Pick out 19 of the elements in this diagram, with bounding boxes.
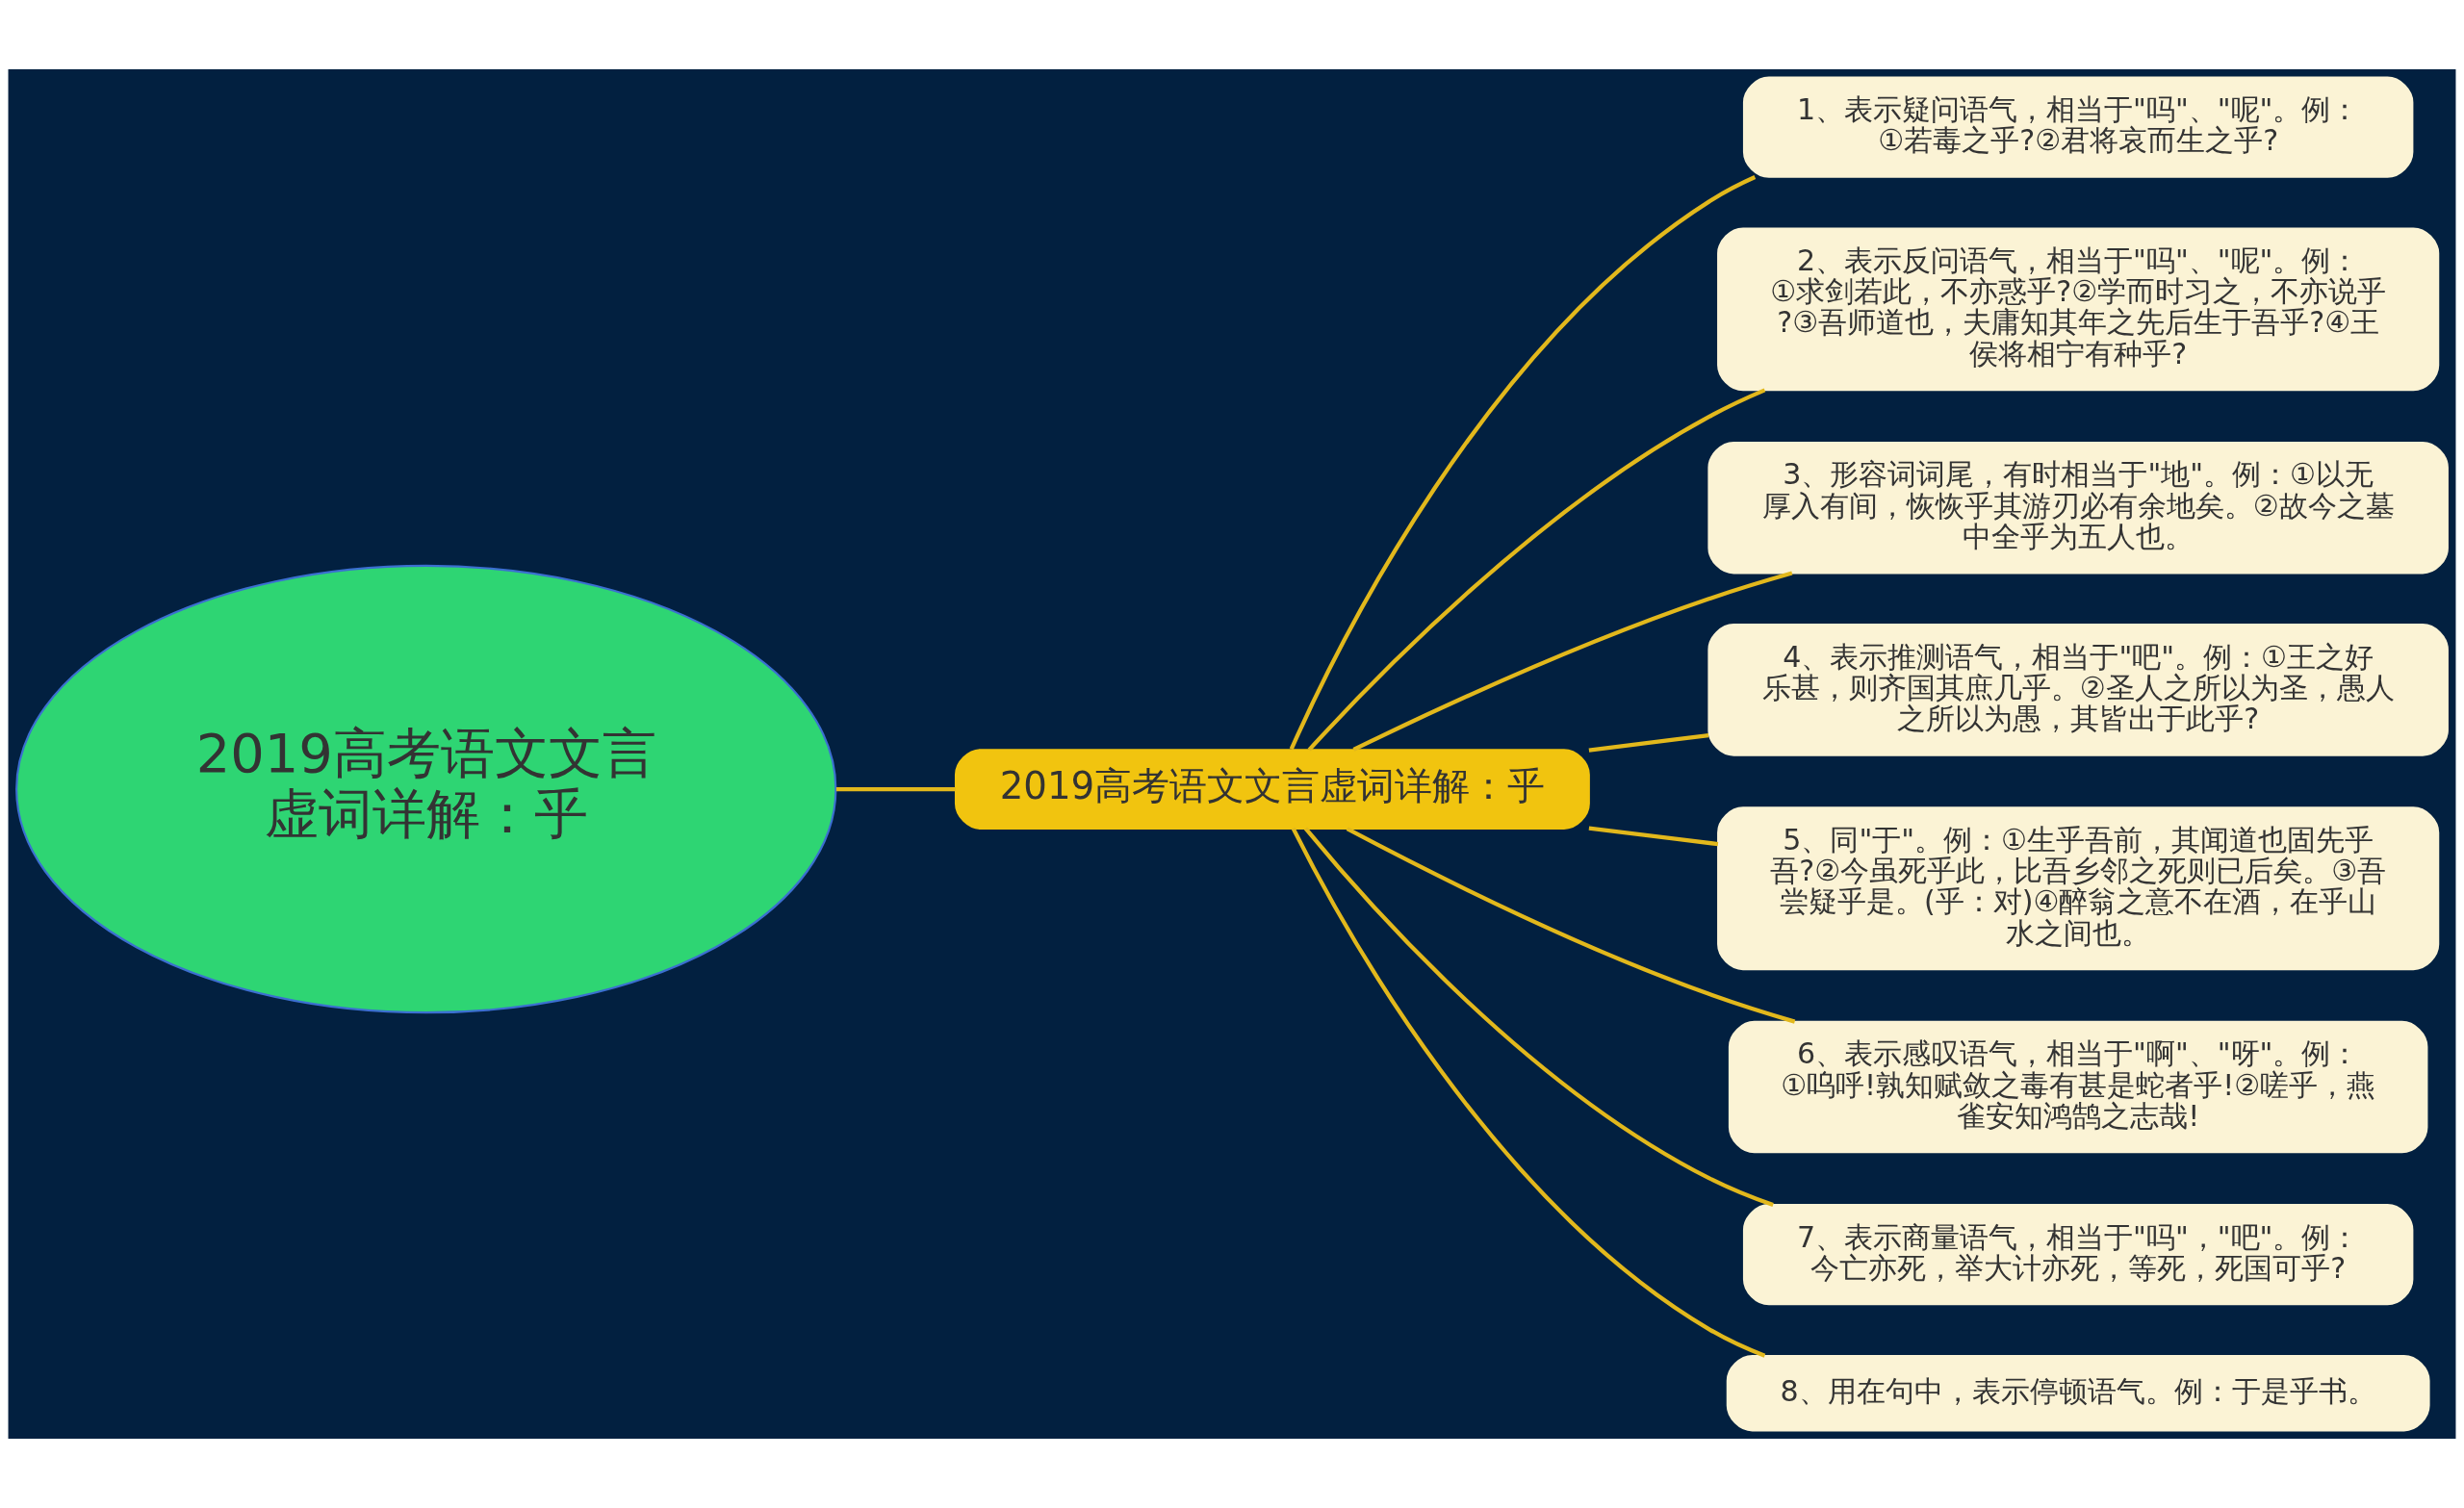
node-box: 6、表示感叹语气，相当于"啊"、"呀"。例：①呜呼!孰知赋敛之毒有甚是蛇者乎!②嗟乎，燕雀安知鸿鹄之志哉! — [1728, 1020, 2428, 1154]
node-box: 3、形容词词尾，有时相当于"地"。例：①以无厚入有间，恢恢乎其游刃必有余地矣。②故今之墓中全乎为五人也。 — [1707, 441, 2449, 575]
connector — [1588, 826, 1719, 847]
connector — [835, 786, 956, 792]
node-box: 8、用在句中，表示停顿语气。例：于是乎书。 — [1726, 1354, 2430, 1432]
connector — [1303, 827, 1774, 1208]
connector — [1346, 827, 1796, 1024]
node-box: 1、表示疑问语气，相当于"吗"、"呢"。例：①若毒之乎?②君将哀而生之乎? — [1742, 76, 2414, 178]
connector — [1352, 571, 1793, 752]
node-box: 2、表示反问语气，相当于"吗"、"呢"。例：①求剑若此，不亦惑乎?②学而时习之，不亦说乎?③吾师道也，夫庸知其年之先后生于吾乎?④王侯将相宁有种乎? — [1717, 227, 2440, 392]
connector — [1307, 388, 1766, 752]
node-box: 2019高考语文文言虚词详解：乎 — [954, 749, 1590, 830]
connector — [1291, 827, 1766, 1358]
node-box: 4、表示推测语气，相当于"吧"。例：①王之好乐甚，则齐国其庶几乎。②圣人之所以为圣，愚人之所以为愚，其皆出于此乎? — [1707, 624, 2449, 756]
connector — [1289, 175, 1757, 751]
node-box: 7、表示商量语气，相当于"吗"，"吧"。例：今亡亦死，举大计亦死，等死，死国可乎? — [1742, 1204, 2414, 1306]
connector — [1588, 733, 1709, 753]
node-box: 5、同"于"。例：①生乎吾前，其闻道也固先乎吾?②今虽死乎此，比吾乡邻之死则已后矣。③吾尝疑乎是。(乎：对)④醉翁之意不在酒，在乎山水之间也。 — [1717, 806, 2440, 971]
node-ellipse: 2019高考语文文言虚词详解：乎 — [15, 564, 837, 1014]
